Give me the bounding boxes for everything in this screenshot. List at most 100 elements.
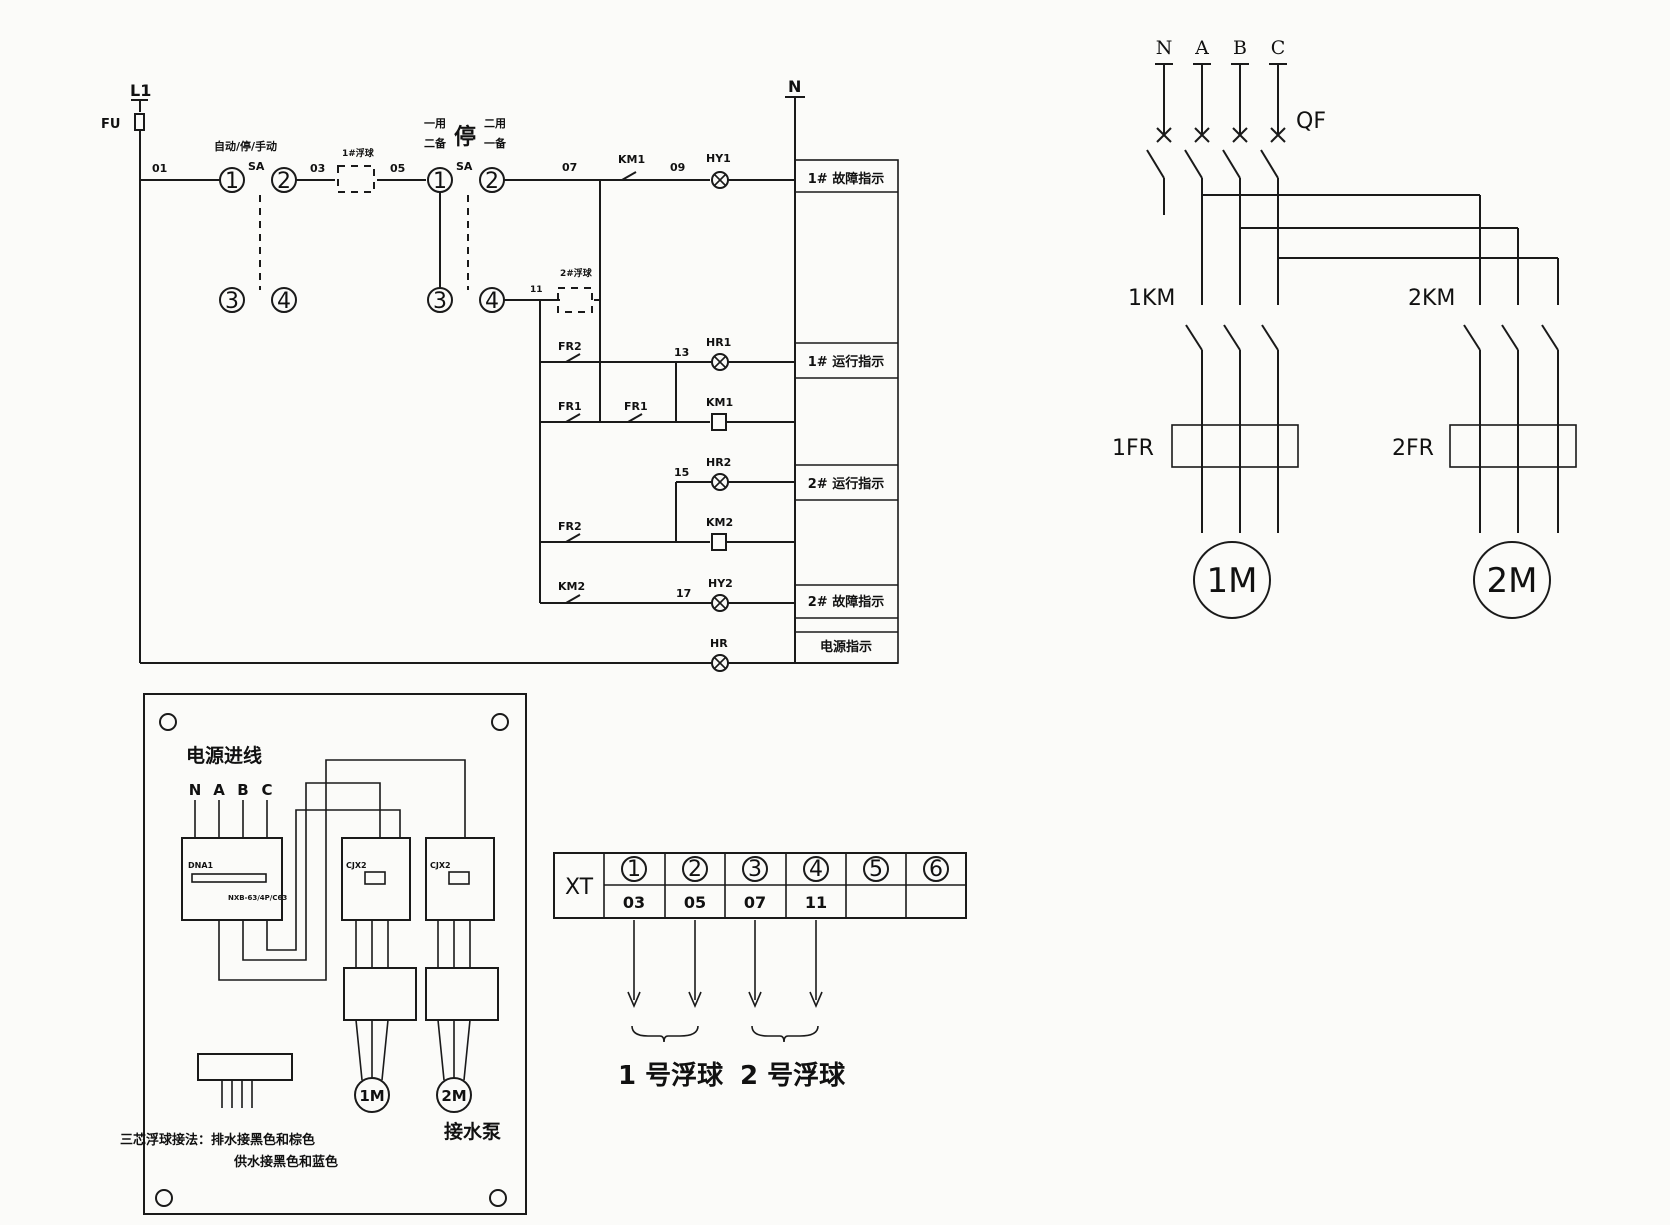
svg-text:2: 2 <box>485 169 499 194</box>
control-circuit: L1 FU N 01 自动/停/手动 SA 1 2 3 4 03 1#浮球 05… <box>101 77 899 672</box>
xt-terminal-4 <box>803 856 829 882</box>
motor-2m <box>1473 541 1551 619</box>
svg-text:C: C <box>261 781 272 799</box>
svg-text:1: 1 <box>225 169 239 194</box>
hy2-label: HY2 <box>708 577 733 590</box>
motor-1m <box>1193 541 1271 619</box>
sa2-tag: SA <box>456 160 473 173</box>
wire-07: 07 <box>562 161 577 174</box>
svg-text:2M: 2M <box>1487 561 1538 601</box>
mount-hole-tr <box>491 713 509 731</box>
hr-label: HR <box>710 637 728 650</box>
sa1-label: 自动/停/手动 <box>214 139 277 153</box>
wire-13: 13 <box>674 346 689 359</box>
hy1-label: HY1 <box>706 152 731 165</box>
km1-nc-label: KM1 <box>618 153 645 166</box>
float1-brace <box>631 1025 699 1043</box>
svg-text:2: 2 <box>277 169 291 194</box>
svg-text:4: 4 <box>277 289 291 314</box>
km1-coil-label: KM1 <box>706 396 733 409</box>
phase-b: B <box>1233 37 1247 59</box>
wire-05: 05 <box>390 162 405 175</box>
km1-nc-contact <box>621 171 637 181</box>
km1-label: 1KM <box>1128 286 1175 311</box>
svg-text:A: A <box>213 781 225 799</box>
mount-hole-br <box>489 1189 507 1207</box>
indicator-1-run: 1# 运行指示 <box>808 354 884 370</box>
svg-text:1M: 1M <box>1207 561 1258 601</box>
wire-15: 15 <box>674 466 689 479</box>
label-l1: L1 <box>130 81 151 100</box>
sa1-term-4 <box>271 287 297 313</box>
wire-01: 01 <box>152 162 167 175</box>
indicator-power: 电源指示 <box>820 639 872 655</box>
xt-label: XT <box>565 875 594 900</box>
contactor-1 <box>341 837 411 921</box>
float1-switch <box>337 165 375 193</box>
qf-label: QF <box>1296 109 1326 134</box>
svg-text:2M: 2M <box>441 1087 466 1105</box>
sa2-mid-label: 停 <box>454 124 476 150</box>
label-n: N <box>788 77 801 96</box>
overload-relay-2 <box>425 967 499 1021</box>
xt-terminal-block: XT 1 2 3 4 5 6 03 05 07 11 1 号浮球 2 号浮球 <box>553 852 967 1091</box>
phase-c: C <box>1271 37 1286 59</box>
svg-text:CJX2: CJX2 <box>430 861 451 870</box>
svg-text:4: 4 <box>809 857 823 882</box>
xt-terminal-5 <box>863 856 889 882</box>
fr2-contact-a-label: FR2 <box>558 340 582 353</box>
km1-contacts <box>1185 324 1279 351</box>
pump-label: 接水泵 <box>444 1121 501 1143</box>
phase-a: A <box>1194 37 1209 59</box>
terminal-strip <box>197 1053 293 1081</box>
sa1-term-1 <box>219 167 245 193</box>
sa1-term-3 <box>219 287 245 313</box>
svg-text:2#浮球: 2#浮球 <box>560 267 593 279</box>
svg-text:3: 3 <box>225 289 239 314</box>
svg-text:N: N <box>189 781 202 799</box>
hr2-label: HR2 <box>706 456 731 469</box>
wiring-title: 电源进线 <box>186 744 262 767</box>
overload-relay-1 <box>343 967 417 1021</box>
mount-hole-tl <box>159 713 177 731</box>
float2-label: 2 号浮球 <box>740 1061 846 1091</box>
hr1-label: HR1 <box>706 336 731 349</box>
svg-text:5: 5 <box>869 857 883 882</box>
svg-text:6: 6 <box>929 857 943 882</box>
sa2-right-label: 二用一备 <box>484 117 507 150</box>
svg-text:DNA1: DNA1 <box>188 861 214 870</box>
qf-breaker <box>1146 127 1286 179</box>
svg-text:3: 3 <box>748 857 762 882</box>
float1-label: 1 号浮球 <box>618 1061 724 1091</box>
indicator-column <box>794 159 899 664</box>
km2-coil <box>711 533 727 551</box>
fr1-relay <box>1171 424 1299 468</box>
wiring-note-1: 三芯浮球接法：排水接黑色和棕色 <box>120 1132 315 1148</box>
svg-text:1: 1 <box>627 857 641 882</box>
xt-terminal-2 <box>682 856 708 882</box>
indicator-2-fault: 2# 故障指示 <box>808 594 884 610</box>
sa1-tag: SA <box>248 160 265 173</box>
wire-09: 09 <box>670 161 685 174</box>
panel-motor-2m <box>436 1077 472 1113</box>
svg-text:2: 2 <box>688 857 702 882</box>
xt-wire-07: 07 <box>744 893 766 912</box>
fr1-label: 1FR <box>1112 436 1154 461</box>
wire-17: 17 <box>676 587 691 600</box>
svg-text:1M: 1M <box>359 1087 384 1105</box>
fr2-relay <box>1449 424 1577 468</box>
wire-11: 11 <box>530 285 543 295</box>
km2-contacts <box>1463 324 1559 351</box>
km1-coil <box>711 413 727 431</box>
wiring-note-2: 供水接黑色和蓝色 <box>233 1154 338 1170</box>
km2-nc-label: KM2 <box>558 580 585 593</box>
mount-hole-bl <box>155 1189 173 1207</box>
fr2-contact-b-label: FR2 <box>558 520 582 533</box>
fuse <box>134 113 145 131</box>
indicator-1-fault: 1# 故障指示 <box>808 171 884 187</box>
km2-coil-label: KM2 <box>706 516 733 529</box>
km2-label: 2KM <box>1408 286 1455 311</box>
indicator-2-run: 2# 运行指示 <box>808 476 884 492</box>
panel-motor-1m <box>354 1077 390 1113</box>
